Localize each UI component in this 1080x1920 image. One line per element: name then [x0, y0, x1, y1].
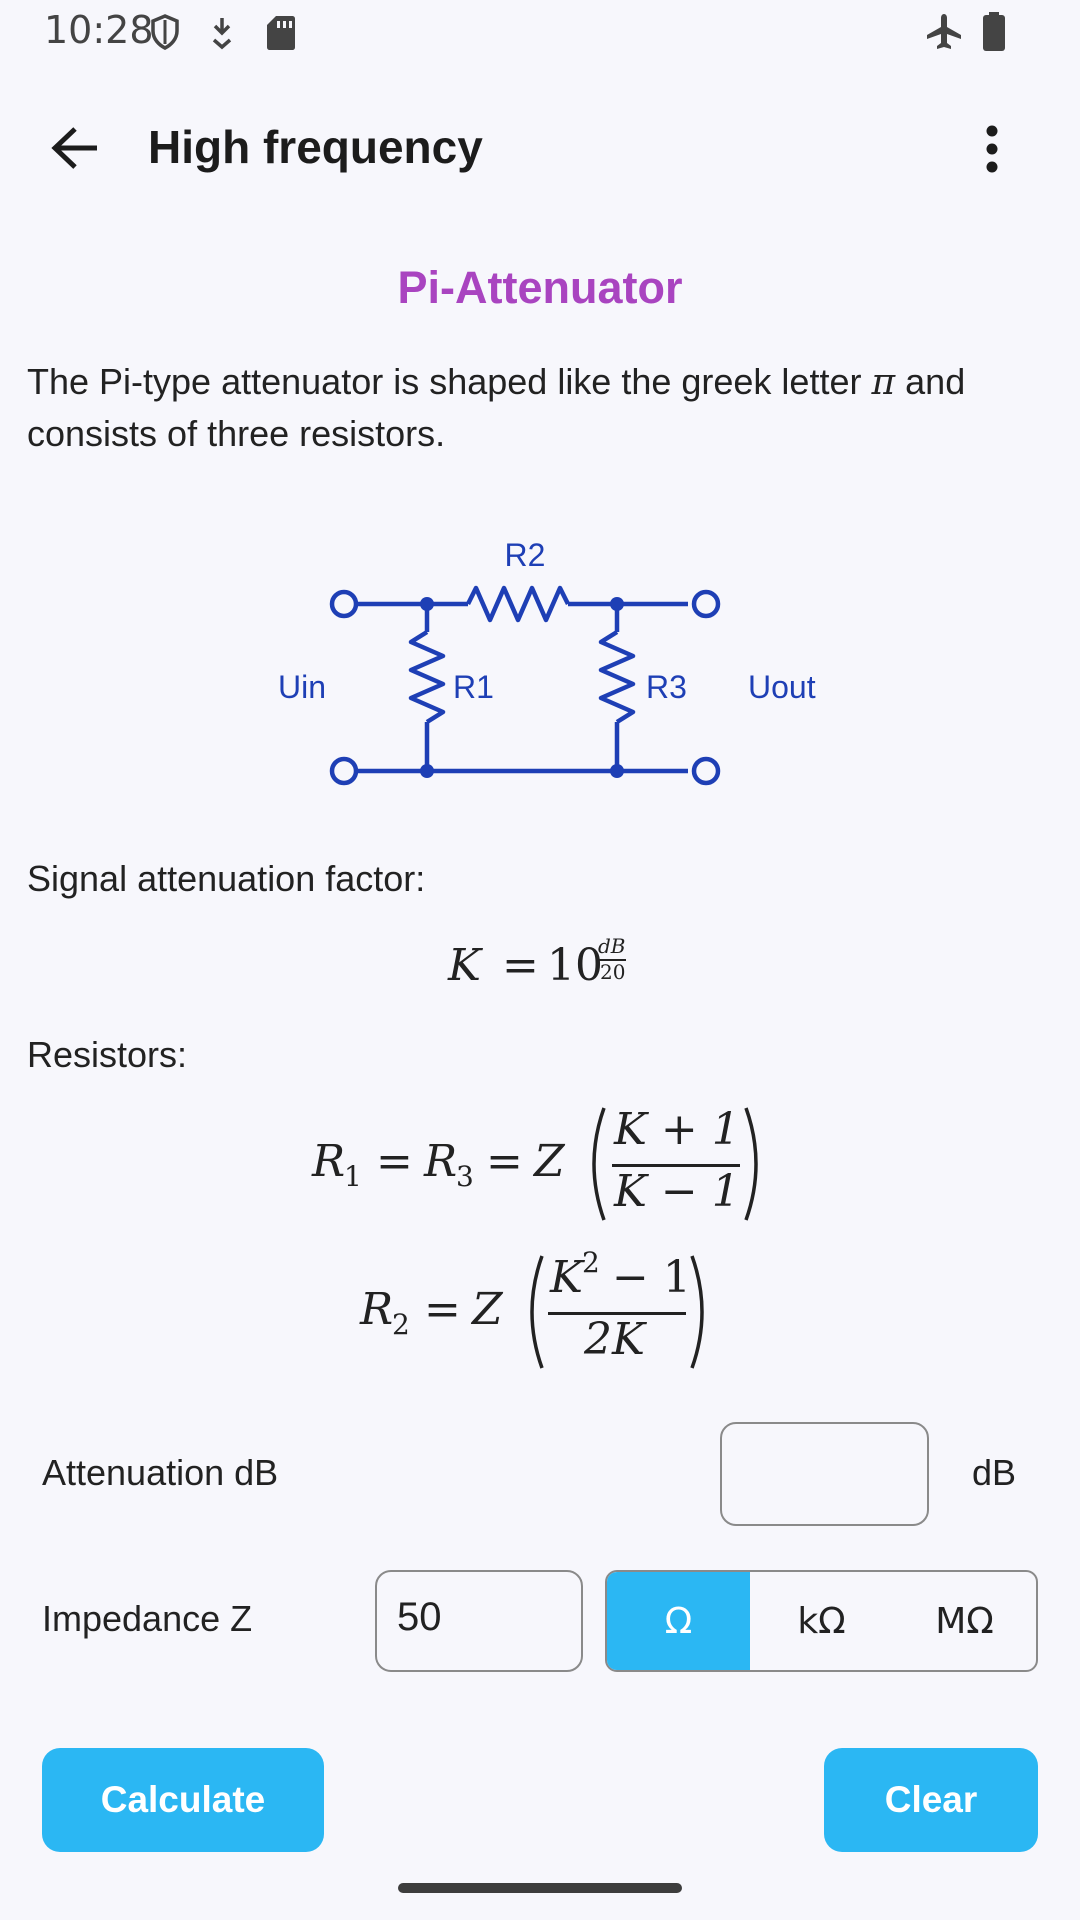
pi-symbol: π — [871, 362, 896, 403]
formula-r2-subscript: 2 — [392, 1308, 410, 1341]
status-time: 10:28 — [44, 8, 154, 52]
formula-r2-paren-left — [530, 1255, 544, 1369]
formula-r2-symbol: R — [360, 1284, 394, 1335]
formula-k-lhs: K — [448, 940, 481, 991]
unit-mohm-option[interactable]: MΩ — [935, 1600, 994, 1642]
intro-text-part-1: The Pi-type attenuator is shaped like th… — [27, 361, 872, 402]
sd-card-icon — [267, 16, 295, 50]
formula-r2: R 2 = Z K 2 − 1 2K — [360, 1246, 740, 1378]
label-uout: Uout — [748, 669, 816, 705]
download-icon — [212, 18, 232, 50]
label-r3: R3 — [646, 669, 687, 705]
formula-r1-paren-right — [744, 1107, 758, 1221]
formula-r3-symbol: R — [424, 1136, 458, 1187]
label-uin: Uin — [278, 669, 326, 705]
formula-r1-z: Z — [534, 1136, 565, 1187]
back-button[interactable] — [36, 116, 114, 180]
resistors-label: Resistors: — [27, 1034, 188, 1075]
label-r2: R2 — [505, 537, 546, 573]
app-title: High frequency — [148, 121, 483, 173]
impedance-label: Impedance Z — [42, 1598, 253, 1639]
formula-r1-r3: R 1 = R 3 = Z K + 1 K − 1 — [312, 1100, 772, 1230]
arrow-back-icon — [51, 127, 97, 169]
intro-text: The Pi-type attenuator is shaped like th… — [27, 356, 1037, 459]
formula-r2-fraction-bar — [548, 1312, 686, 1315]
formula-r2-num-rest: − 1 — [598, 1252, 691, 1303]
formula-r1-eq-2: = — [486, 1136, 523, 1187]
formula-r2-num-base: K — [550, 1252, 583, 1303]
formula-r1-denominator: K − 1 — [614, 1166, 740, 1217]
formula-k-base: 10 — [547, 940, 603, 991]
formula-k-exp-bar — [596, 959, 626, 961]
more-vert-icon — [986, 125, 998, 173]
formula-r1-eq-1: = — [376, 1136, 413, 1187]
formula-r2-eq: = — [424, 1284, 461, 1335]
shield-icon — [151, 14, 179, 50]
attenuation-input[interactable] — [720, 1422, 929, 1526]
formula-k-exp-den: 20 — [600, 960, 626, 984]
home-indicator[interactable] — [398, 1883, 682, 1893]
formula-k-exp-num: dB — [598, 934, 626, 958]
formula-k-eq: = — [502, 940, 539, 991]
airplane-icon — [927, 14, 961, 49]
battery-icon — [983, 12, 1005, 51]
intro-text-part-2: and consists of three resistors. — [27, 361, 966, 454]
formula-r1-symbol: R — [312, 1136, 346, 1187]
formula-r3-subscript: 3 — [456, 1160, 474, 1193]
attenuation-factor-label: Signal attenuation factor: — [27, 858, 426, 899]
formula-r2-num-exp: 2 — [582, 1246, 600, 1279]
unit-ohm-option[interactable]: Ω — [607, 1572, 750, 1670]
attenuation-label: Attenuation dB — [42, 1452, 279, 1493]
app-bar: High frequency — [0, 100, 1080, 196]
formula-k: K = 10 dB 20 — [448, 934, 648, 996]
pi-attenuator-schematic: R2 R1 R3 Uin Uout — [278, 537, 816, 786]
clear-button[interactable]: Clear — [824, 1748, 1038, 1852]
formula-r1-paren-left — [592, 1107, 606, 1221]
label-r1: R1 — [453, 669, 494, 705]
impedance-unit-selector: Ω kΩ MΩ — [605, 1570, 1038, 1672]
page-heading: Pi-Attenuator — [397, 262, 683, 313]
formula-r2-paren-right — [690, 1255, 704, 1369]
formula-r1-fraction-bar — [612, 1164, 740, 1167]
impedance-input[interactable] — [375, 1570, 583, 1672]
formula-r2-denominator: 2K — [584, 1314, 645, 1365]
status-bar: 10:28 — [0, 0, 1080, 64]
attenuation-unit: dB — [972, 1452, 1017, 1493]
formula-r1-subscript: 1 — [344, 1160, 362, 1193]
more-options-button[interactable] — [968, 114, 1016, 184]
formula-r2-z: Z — [472, 1284, 503, 1335]
unit-kohm-option[interactable]: kΩ — [797, 1600, 846, 1642]
calculate-button[interactable]: Calculate — [42, 1748, 324, 1852]
formula-r1-numerator: K + 1 — [614, 1104, 740, 1155]
